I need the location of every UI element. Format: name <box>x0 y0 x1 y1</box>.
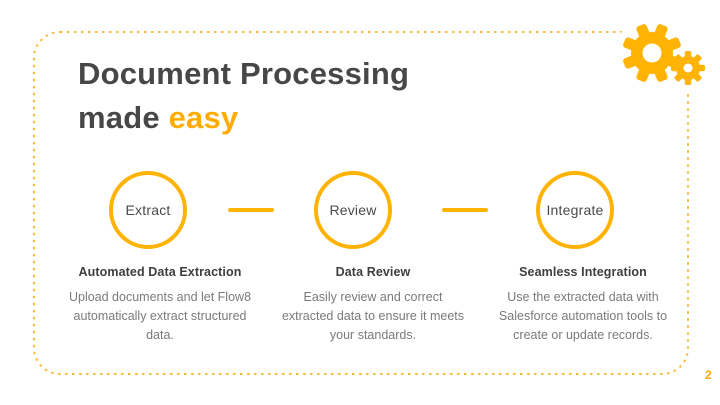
step-column-integrate: Seamless Integration Use the extracted d… <box>487 265 679 344</box>
step-circle-label: Integrate <box>546 202 604 218</box>
connector-line <box>442 208 488 212</box>
step-column-extract: Automated Data Extraction Upload documen… <box>64 265 256 344</box>
step-circle-label: Review <box>329 202 377 218</box>
step-circle-integrate: Integrate <box>536 171 614 249</box>
page-title: Document Processing made easy <box>78 52 598 140</box>
connector-line <box>228 208 274 212</box>
gear-small-icon <box>671 51 705 85</box>
page-title-line2-dark: made <box>78 100 169 135</box>
gear-large-icon <box>623 24 681 82</box>
step-description: Use the extracted data with Salesforce a… <box>498 290 668 342</box>
step-description: Upload documents and let Flow8 automatic… <box>68 290 252 342</box>
page-number: 2 <box>705 368 712 382</box>
step-heading: Data Review <box>335 265 411 279</box>
page-title-line1: Document Processing <box>78 56 410 91</box>
step-circle-review: Review <box>314 171 392 249</box>
step-circle-label: Extract <box>125 202 171 218</box>
step-description: Easily review and correct extracted data… <box>281 290 465 342</box>
step-column-review: Data Review Easily review and correct ex… <box>277 265 469 344</box>
gears-icon <box>615 16 711 91</box>
page-title-line2-accent: easy <box>168 100 239 135</box>
page-title-line2: made easy <box>78 96 598 140</box>
step-heading: Seamless Integration <box>519 265 647 279</box>
step-heading: Automated Data Extraction <box>78 265 242 279</box>
step-circle-extract: Extract <box>109 171 187 249</box>
